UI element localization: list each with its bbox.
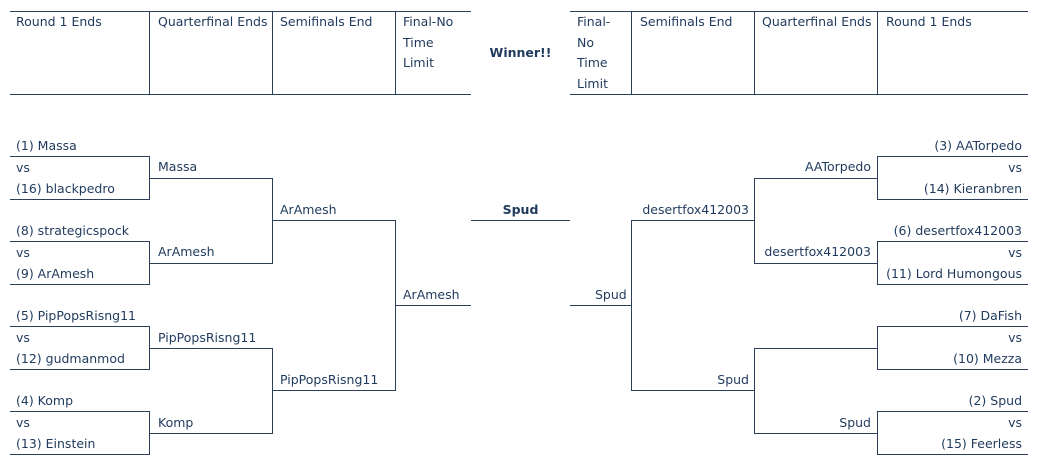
bracket-line <box>877 156 878 200</box>
bracket-line <box>631 220 632 391</box>
header-right-semifinal: Semifinals End <box>640 14 733 29</box>
bracket-line <box>10 454 149 455</box>
bracket-line <box>754 348 755 434</box>
left-r1-m3-top: (5) PipPopsRisng11 <box>16 308 136 323</box>
right-r1-m2-vs: vs <box>1008 245 1022 260</box>
header-left-final: Final-No Time Limit <box>403 14 454 70</box>
bracket-line <box>570 305 631 306</box>
bracket-line <box>877 411 1028 412</box>
bracket-line <box>631 390 754 391</box>
bracket-line <box>754 433 877 434</box>
header-divider <box>631 11 632 95</box>
bracket-line <box>877 454 1028 455</box>
left-r1-m4-top: (4) Komp <box>16 393 74 408</box>
header-divider <box>754 11 755 95</box>
right-r1-m3-top: (7) DaFish <box>958 308 1022 323</box>
left-sf-1: ArAmesh <box>280 202 337 217</box>
bracket-line <box>272 220 395 221</box>
bracket-line <box>877 326 1028 327</box>
bracket-line <box>10 411 149 412</box>
left-r1-m1-top: (1) Massa <box>16 138 77 153</box>
left-r1-m4-vs: vs <box>16 415 30 430</box>
bracket-line <box>10 199 149 200</box>
right-sf-2: Spud <box>717 372 749 387</box>
bracket-line <box>149 348 272 349</box>
bracket-line <box>10 241 149 242</box>
right-r1-m4-top: (2) Spud <box>968 393 1022 408</box>
header-left-quarterfinal: Quarterfinal Ends <box>158 14 268 29</box>
header-divider <box>395 11 396 95</box>
left-r1-m3-vs: vs <box>16 330 30 345</box>
right-r1-m1-bottom: (14) Kieranbren <box>923 181 1022 196</box>
right-final: Spud <box>595 287 627 302</box>
bracket-line <box>877 411 878 455</box>
bracket-line <box>877 199 1028 200</box>
left-r1-m1-bottom: (16) blackpedro <box>16 181 115 196</box>
bracket-line <box>395 305 471 306</box>
right-qf-4: Spud <box>839 415 871 430</box>
header-left-round1: Round 1 Ends <box>16 14 102 29</box>
left-r1-m4-bottom: (13) Einstein <box>16 436 96 451</box>
right-r1-m3-vs: vs <box>1008 330 1022 345</box>
header-winner: Winner!! <box>489 45 552 60</box>
bracket-line <box>877 156 1028 157</box>
winner-name: Spud <box>502 202 539 217</box>
header-right-quarterfinal: Quarterfinal Ends <box>762 14 872 29</box>
header-left-semifinal: Semifinals End <box>280 14 373 29</box>
bracket-line <box>10 369 149 370</box>
bracket-line <box>149 178 272 179</box>
bracket-line <box>877 326 878 370</box>
header-top-border-right <box>570 11 1028 12</box>
right-r1-m1-vs: vs <box>1008 160 1022 175</box>
bracket-line <box>877 241 878 285</box>
bracket-line <box>272 178 273 264</box>
left-r1-m3-bottom: (12) gudmanmod <box>16 351 125 366</box>
bracket-line <box>149 263 272 264</box>
bracket-line <box>754 263 877 264</box>
header-divider <box>149 11 150 95</box>
header-right-final: Final-No Time Limit <box>577 14 611 91</box>
header-divider <box>272 11 273 95</box>
right-r1-m1-top: (3) AATorpedo <box>934 138 1022 153</box>
header-bottom-border-left <box>10 94 471 95</box>
right-r1-m2-bottom: (11) Lord Humongous <box>886 266 1022 281</box>
header-top-border-left <box>10 11 471 12</box>
bracket-line <box>471 220 570 221</box>
bracket-line <box>10 326 149 327</box>
right-r1-m4-bottom: (15) Feerless <box>941 436 1022 451</box>
left-r1-m2-bottom: (9) ArAmesh <box>16 266 95 281</box>
left-qf-1: Massa <box>158 159 198 174</box>
left-qf-3: PipPopsRisng11 <box>158 330 257 345</box>
bracket-line <box>272 348 273 434</box>
bracket-line <box>877 284 1028 285</box>
header-right-round1: Round 1 Ends <box>886 14 972 29</box>
left-r1-m2-top: (8) strategicspock <box>16 223 129 238</box>
bracket-line <box>272 390 395 391</box>
left-sf-2: PipPopsRisng11 <box>280 372 379 387</box>
right-r1-m3-bottom: (10) Mezza <box>953 351 1022 366</box>
left-qf-4: Komp <box>158 415 194 430</box>
left-final: ArAmesh <box>403 287 460 302</box>
bracket-line <box>149 433 272 434</box>
left-qf-2: ArAmesh <box>158 244 215 259</box>
right-sf-1: desertfox412003 <box>642 202 749 217</box>
bracket-line <box>754 178 755 264</box>
header-divider <box>877 11 878 95</box>
bracket-line <box>631 220 754 221</box>
bracket-line <box>10 284 149 285</box>
header-bottom-border-right <box>570 94 1028 95</box>
bracket-line <box>754 348 877 349</box>
right-r1-m2-top: (6) desertfox412003 <box>893 223 1022 238</box>
bracket-line <box>877 369 1028 370</box>
bracket-line <box>754 178 877 179</box>
right-r1-m4-vs: vs <box>1008 415 1022 430</box>
left-r1-m2-vs: vs <box>16 245 30 260</box>
right-qf-1: AATorpedo <box>805 159 871 174</box>
bracket-line <box>10 156 149 157</box>
right-qf-2: desertfox412003 <box>764 244 871 259</box>
left-r1-m1-vs: vs <box>16 160 30 175</box>
bracket-line <box>877 241 1028 242</box>
